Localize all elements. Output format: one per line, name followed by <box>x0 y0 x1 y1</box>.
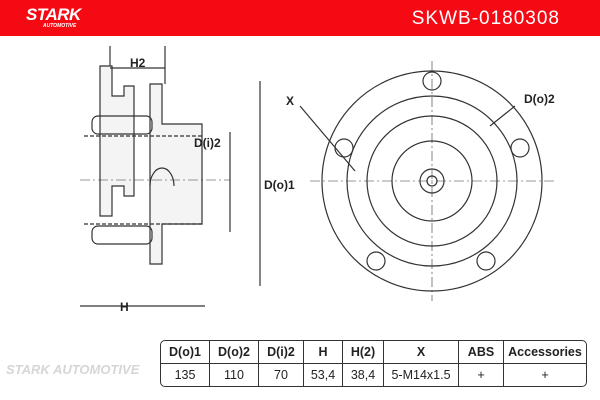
label-h2: H2 <box>130 56 146 70</box>
table-header: D(o)2 <box>210 341 259 364</box>
label-do2: D(o)2 <box>524 92 555 106</box>
table-cell: 135 <box>161 364 210 386</box>
table-header-row: D(o)1 D(o)2 D(i)2 H H(2) X ABS Accessori… <box>161 341 586 364</box>
table-header: D(o)1 <box>161 341 210 364</box>
table-row: 135 110 70 53,4 38,4 5-M14x1.5 + + <box>161 364 586 386</box>
label-di2: D(i)2 <box>194 136 221 150</box>
table-cell: 38,4 <box>343 364 384 386</box>
table-header: H <box>304 341 343 364</box>
watermark: STARK AUTOMOTIVE <box>6 362 140 377</box>
table-cell: 70 <box>259 364 304 386</box>
front-view <box>299 61 555 301</box>
technical-drawing <box>80 46 555 307</box>
table-header: D(i)2 <box>259 341 304 364</box>
side-view <box>80 46 261 307</box>
label-h: H <box>120 300 129 314</box>
table-header: X <box>384 341 459 364</box>
table-header: ABS <box>459 341 504 364</box>
label-x: X <box>286 94 295 108</box>
table-cell: + <box>541 368 549 382</box>
table-header: Accessories <box>504 341 586 364</box>
table-cell: 5-M14x1.5 <box>384 364 459 386</box>
table-cell: 53,4 <box>304 364 343 386</box>
spec-table: D(o)1 D(o)2 D(i)2 H H(2) X ABS Accessori… <box>160 340 587 387</box>
part-number: SKWB-0180308 <box>411 8 560 29</box>
table-cell: + <box>459 364 504 386</box>
label-do1: D(o)1 <box>264 178 295 192</box>
table-header: H(2) <box>343 341 384 364</box>
table-cell: 110 <box>210 364 259 386</box>
